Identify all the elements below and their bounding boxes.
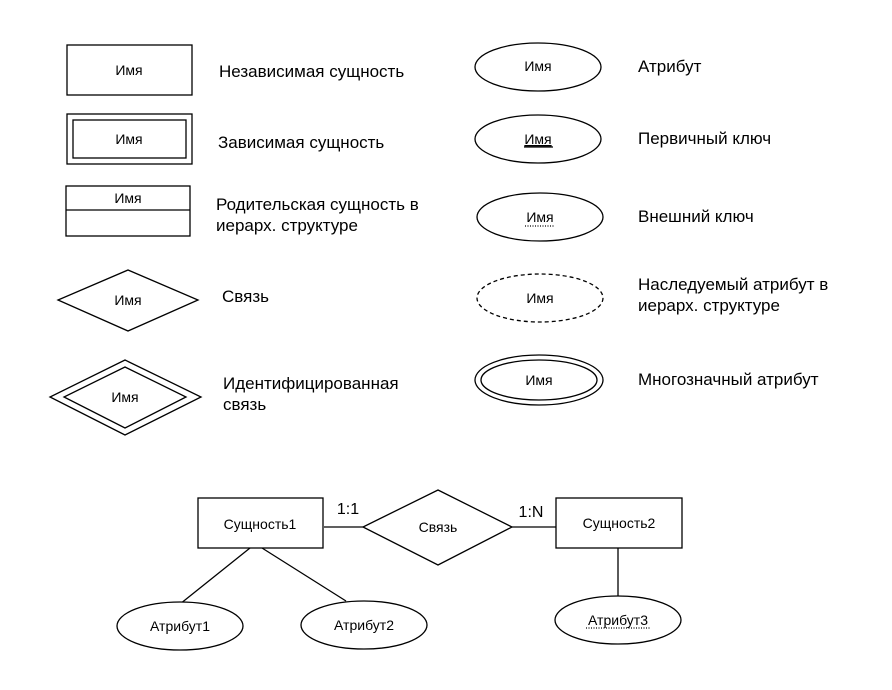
dependent-entity-desc: Зависимая сущность <box>218 133 384 152</box>
attribute1-shape <box>116 601 244 651</box>
legend-dependent-entity: Имя Зависимая сущность <box>66 113 384 165</box>
relationship-desc: Связь <box>222 287 269 306</box>
inherited-attribute-desc-line1: Наследуемый атрибут в <box>638 275 828 294</box>
primary-key-desc: Первичный ключ <box>638 129 771 148</box>
example-er-diagram: Сущность1 Связь Сущность2 1:1 1:N Атрибу… <box>116 489 683 651</box>
parent-entity-shape <box>65 185 191 237</box>
foreign-key-shape <box>476 192 604 242</box>
cardinality-left: 1:1 <box>337 501 359 518</box>
identified-relationship-inner-shape <box>62 366 188 429</box>
attribute3-shape <box>554 595 682 645</box>
foreign-key-desc: Внешний ключ <box>638 207 754 226</box>
connector-entity1-attribute2 <box>261 547 347 602</box>
legend-relationship: Имя Связь <box>56 269 269 332</box>
identified-relationship-shape-label: Имя <box>111 389 138 405</box>
example-relationship-label: Связь <box>419 519 458 535</box>
parent-entity-desc-line2: иерарх. структуре <box>216 216 358 235</box>
inherited-attribute-desc-line2: иерарх. структуре <box>638 296 780 315</box>
entity1-label: Сущность1 <box>224 516 297 532</box>
foreign-key-shape-label: Имя <box>526 209 553 225</box>
entity2-label: Сущность2 <box>583 515 656 531</box>
primary-key-shape-label: Имя <box>524 131 551 147</box>
entity2-shape <box>555 497 683 549</box>
legend-foreign-key: Имя Внешний ключ <box>476 192 754 242</box>
attribute-shape <box>474 42 602 92</box>
relationship-shape-label: Имя <box>114 292 141 308</box>
legend-multivalued-attribute: Имя Многозначный атрибут <box>474 354 819 406</box>
multivalued-attribute-inner-shape <box>480 359 598 401</box>
attribute-shape-label: Имя <box>524 58 551 74</box>
dependent-entity-shape-label: Имя <box>115 131 142 147</box>
parent-entity-shape-label: Имя <box>114 190 141 206</box>
multivalued-attribute-shape-label: Имя <box>525 372 552 388</box>
dependent-entity-inner-shape <box>72 119 187 159</box>
connector-entity1-attribute1 <box>179 547 251 605</box>
attribute3-label: Атрибут3 <box>588 612 648 628</box>
legend-inherited-attribute: Имя Наследуемый атрибут в иерарх. структ… <box>476 273 828 323</box>
cardinality-right: 1:N <box>519 504 544 521</box>
attribute1-label: Атрибут1 <box>150 618 210 634</box>
inherited-attribute-shape-label: Имя <box>526 290 553 306</box>
independent-entity-desc: Независимая сущность <box>219 62 404 81</box>
legend-parent-entity: Имя Родительская сущность в иерарх. стру… <box>65 185 419 237</box>
relationship-shape <box>56 269 200 332</box>
identified-relationship-desc-line2: связь <box>223 395 266 414</box>
entity1-shape <box>197 497 324 549</box>
inherited-attribute-shape <box>476 273 604 323</box>
legend-primary-key: Имя Первичный ключ <box>474 114 771 164</box>
legend-independent-entity: Имя Независимая сущность <box>66 44 404 96</box>
attribute2-label: Атрибут2 <box>334 617 394 633</box>
attribute-desc: Атрибут <box>638 57 702 76</box>
identified-relationship-desc-line1: Идентифицированная <box>223 374 399 393</box>
parent-entity-desc-line1: Родительская сущность в <box>216 195 419 214</box>
independent-entity-shape-label: Имя <box>115 62 142 78</box>
independent-entity-shape <box>66 44 193 96</box>
example-relationship-shape <box>361 489 514 566</box>
multivalued-attribute-desc: Многозначный атрибут <box>638 370 819 389</box>
legend-attribute: Имя Атрибут <box>474 42 702 92</box>
legend-identified-relationship: Имя Идентифицированная связь <box>48 359 399 436</box>
attribute2-shape <box>300 600 428 650</box>
primary-key-shape <box>474 114 602 164</box>
